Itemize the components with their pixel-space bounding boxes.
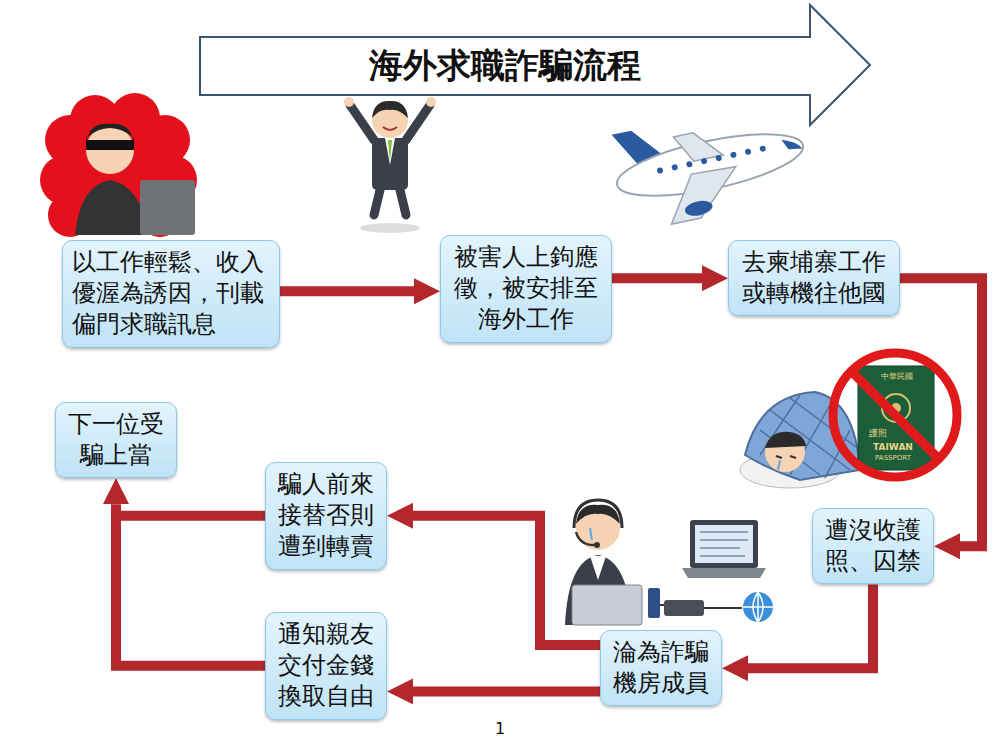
process-box: 去柬埔寨工作或轉機往他國 (728, 240, 900, 316)
process-box: 遭沒收護照、囚禁 (812, 508, 934, 584)
passport-text: TAIWAN (873, 442, 913, 452)
box-text: 去柬埔寨工作或轉機往他國 (738, 247, 890, 309)
prohibition-sign (833, 353, 957, 477)
process-box: 以工作輕鬆、收入優渥為誘因，刊載偏門求職訊息 (62, 240, 280, 348)
passport-text: PASSPORT (875, 454, 911, 462)
passport-text: 中華民國 (881, 371, 913, 382)
title-arrow (200, 5, 870, 125)
flow-arrow (900, 278, 982, 546)
box-text: 通知親友交付金錢換取自由 (275, 619, 377, 713)
flow-arrow (413, 516, 600, 645)
hacker-figure (40, 93, 197, 237)
box-text: 下一位受騙上當 (65, 409, 167, 471)
box-text: 淪為詐騙機房成員 (610, 637, 712, 699)
box-text: 以工作輕鬆、收入優渥為誘因，刊載偏門求職訊息 (72, 247, 270, 341)
process-box: 通知親友交付金錢換取自由 (265, 612, 387, 720)
flow-arrow (280, 286, 414, 296)
box-text: 騙人前來接替否則遭到轉賣 (275, 469, 377, 563)
flow-arrow (748, 584, 873, 668)
passport-text: 護照 (869, 427, 887, 440)
box-text: 被害人上鉤應徵，被安排至海外工作 (450, 242, 602, 336)
airplane-figure (607, 96, 814, 233)
flow-arrow (116, 504, 265, 515)
diagram-title: 海外求職詐騙流程 (200, 37, 810, 95)
process-box: 下一位受騙上當 (55, 402, 177, 478)
process-box: 淪為詐騙機房成員 (600, 630, 722, 706)
page-number: 1 (495, 719, 505, 738)
happy-man-figure (344, 97, 436, 233)
flow-arrow (612, 273, 702, 283)
box-text: 遭沒收護照、囚禁 (822, 515, 924, 577)
flow-arrow (116, 504, 265, 665)
call-center-operator-figure (565, 500, 773, 625)
flow-arrow (413, 686, 600, 696)
process-box: 騙人前來接替否則遭到轉賣 (265, 462, 387, 570)
process-box: 被害人上鉤應徵，被安排至海外工作 (440, 235, 612, 343)
